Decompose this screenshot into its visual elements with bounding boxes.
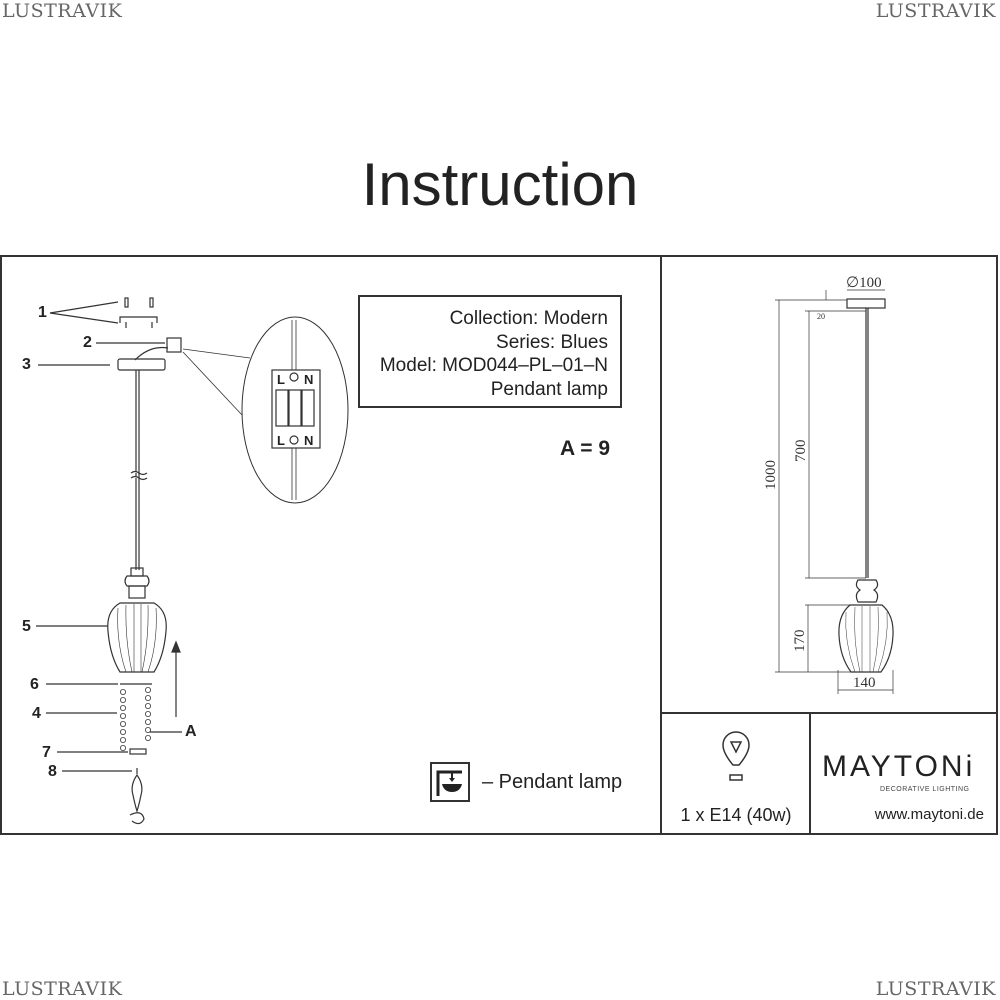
light-bulb-icon bbox=[722, 731, 750, 781]
part-label-1: 1 bbox=[38, 304, 47, 321]
dim-shade-height: 170 bbox=[792, 630, 808, 653]
dim-small: 20 bbox=[817, 312, 825, 321]
bulb-spec: 1 x E14 (40w) bbox=[680, 805, 792, 825]
terminal-l-top: L bbox=[277, 372, 285, 387]
part-label-3: 3 bbox=[22, 356, 31, 373]
mounting-screws bbox=[49, 297, 158, 328]
legend: – Pendant lamp bbox=[430, 762, 622, 802]
model: Model: MOD044–PL–01–N bbox=[379, 355, 608, 376]
terminal-n-top: N bbox=[304, 372, 313, 387]
part-label-5: 5 bbox=[22, 618, 31, 635]
bead bbox=[144, 735, 151, 742]
terminal-l-bottom: L bbox=[277, 433, 285, 448]
bead bbox=[144, 711, 151, 718]
bead bbox=[144, 703, 151, 710]
brand-logo: MAYTONi bbox=[822, 750, 976, 783]
terminal-n-bottom: N bbox=[304, 433, 313, 448]
dim-diameter: ∅100 bbox=[846, 275, 882, 291]
bead bbox=[120, 721, 127, 728]
bead bbox=[144, 727, 151, 734]
brand-url: www.maytoni.de bbox=[874, 806, 984, 823]
terminal-block bbox=[166, 337, 182, 353]
dimension-drawing bbox=[775, 289, 894, 694]
legend-text: – Pendant lamp bbox=[482, 770, 623, 793]
bead bbox=[120, 697, 127, 704]
bead bbox=[120, 729, 127, 736]
part-label-2: 2 bbox=[83, 334, 92, 351]
watermark-top-right: LUSTRAVIK bbox=[875, 0, 996, 22]
brand-tagline: DECORATIVE LIGHTING bbox=[880, 786, 970, 793]
glass-shade bbox=[107, 602, 167, 673]
bead bbox=[120, 737, 127, 744]
quantity-label: A = 9 bbox=[560, 437, 610, 460]
bead bbox=[144, 719, 151, 726]
part-label-4: 4 bbox=[32, 705, 41, 722]
series: Series: Blues bbox=[496, 331, 608, 353]
dim-cord: 700 bbox=[793, 440, 809, 463]
page-title: Instruction bbox=[361, 151, 639, 218]
bead bbox=[120, 689, 127, 696]
part-label-6: 6 bbox=[30, 676, 39, 693]
dim-shade-width: 140 bbox=[853, 675, 876, 691]
part-label-a: A bbox=[185, 723, 197, 740]
watermark-bottom-left: LUSTRAVIK bbox=[2, 978, 123, 1000]
bead bbox=[120, 713, 127, 720]
canopy bbox=[117, 358, 166, 371]
collection: Collection: Modern bbox=[449, 308, 608, 329]
product-type: Pendant lamp bbox=[490, 378, 608, 400]
watermark-bottom-right: LUSTRAVIK bbox=[875, 978, 996, 1000]
product-info-box: Collection: Modern Series: Blues Model: … bbox=[358, 295, 622, 408]
bead bbox=[120, 745, 127, 752]
part-label-8: 8 bbox=[48, 763, 57, 780]
candle-bulb bbox=[131, 768, 143, 813]
watermark-top-left: LUSTRAVIK bbox=[2, 0, 123, 22]
instruction-frame bbox=[0, 255, 998, 835]
dim-total: 1000 bbox=[763, 460, 779, 490]
bead bbox=[144, 687, 151, 694]
crystal-beads bbox=[120, 687, 151, 752]
bead bbox=[144, 695, 151, 702]
bead bbox=[120, 705, 127, 712]
part-label-7: 7 bbox=[42, 744, 51, 761]
pendant-lamp-icon bbox=[430, 762, 470, 802]
